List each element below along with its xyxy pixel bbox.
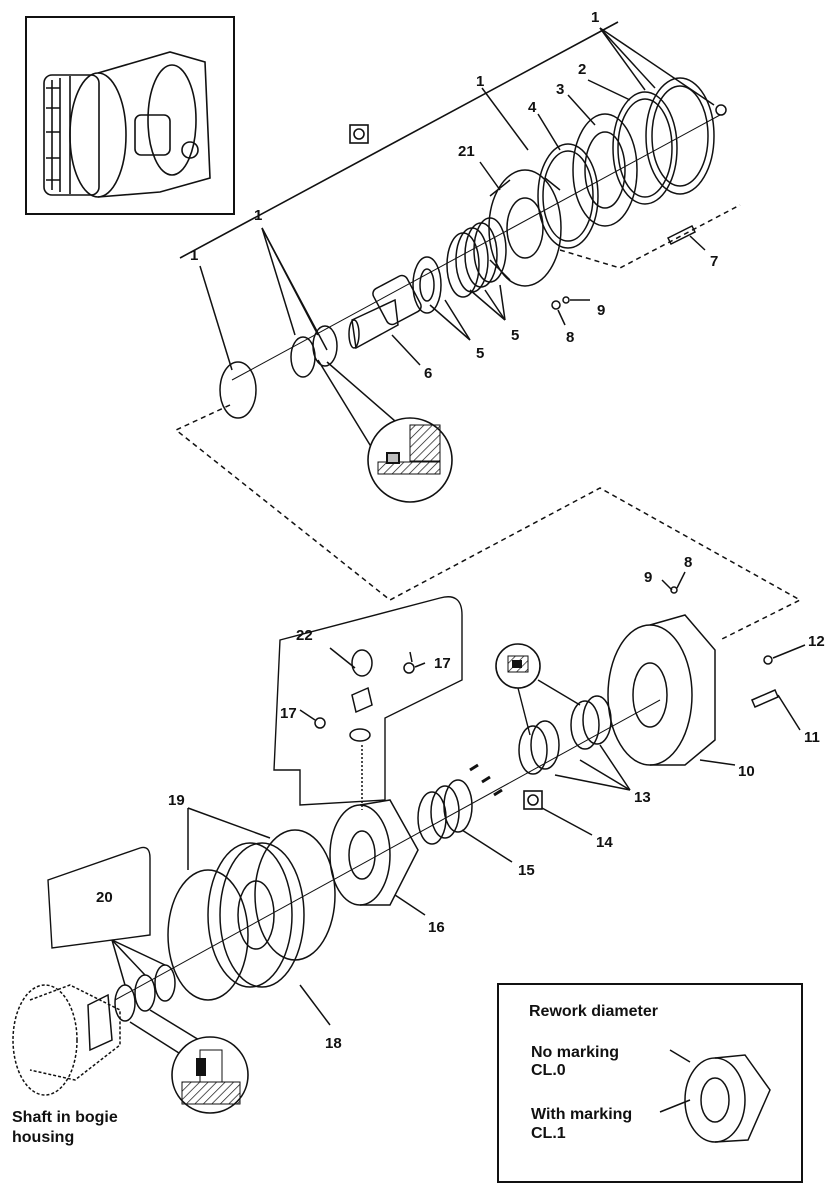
shaft-seal-detail-view bbox=[171, 1036, 249, 1114]
seal-detail-view-upper bbox=[495, 643, 581, 736]
callout-15: 15 bbox=[518, 862, 535, 879]
legend-cl1: CL.1 bbox=[531, 1125, 566, 1142]
callout-1: 1 bbox=[254, 207, 262, 224]
callout-16: 16 bbox=[428, 919, 445, 936]
callout-10: 10 bbox=[738, 763, 755, 780]
callout-11: 11 bbox=[804, 729, 820, 746]
callout-1: 1 bbox=[190, 247, 198, 264]
callout-2: 2 bbox=[578, 61, 586, 78]
legend-with-marking: With marking bbox=[531, 1106, 633, 1123]
callout-5: 5 bbox=[511, 327, 519, 344]
service-icon bbox=[523, 790, 543, 810]
overview-inset bbox=[25, 16, 235, 215]
callout-13: 13 bbox=[634, 789, 651, 806]
shaft-caption: Shaft in bogie housing bbox=[12, 1108, 118, 1148]
callout-9: 9 bbox=[644, 569, 652, 586]
callout-8: 8 bbox=[684, 554, 692, 571]
service-icon bbox=[349, 124, 369, 144]
legend-title: Rework diameter bbox=[529, 1003, 658, 1020]
carrier-marking-sketch bbox=[659, 1049, 771, 1143]
callout-21: 21 bbox=[458, 143, 475, 160]
legend-cl0: CL.0 bbox=[531, 1062, 566, 1079]
callout-9: 9 bbox=[597, 302, 605, 319]
legend-no-marking: No marking bbox=[531, 1044, 620, 1061]
callout-4: 4 bbox=[528, 99, 537, 116]
callout-18: 18 bbox=[325, 1035, 342, 1052]
rework-diameter-legend: Rework diameter No marking CL.0 With mar… bbox=[497, 983, 803, 1183]
callout-1: 1 bbox=[476, 73, 484, 90]
upper-assembly bbox=[174, 21, 802, 641]
callout-5: 5 bbox=[476, 345, 484, 362]
callout-14: 14 bbox=[596, 834, 613, 851]
callout-17: 17 bbox=[280, 705, 297, 722]
callout-3: 3 bbox=[556, 81, 564, 98]
callout-20: 20 bbox=[96, 889, 113, 906]
callout-7: 7 bbox=[710, 253, 718, 270]
seal-detail-view bbox=[367, 417, 453, 503]
lower-assembly bbox=[12, 571, 806, 1096]
callout-labels: 1 1 1 1 2 3 4 21 7 9 8 5 5 6 8 9 22 17 1… bbox=[96, 9, 825, 1052]
callout-6: 6 bbox=[424, 365, 432, 382]
shaft-caption-line1: Shaft in bogie bbox=[12, 1109, 118, 1126]
callout-8: 8 bbox=[566, 329, 574, 346]
shaft-caption-line2: housing bbox=[12, 1129, 75, 1146]
callout-12: 12 bbox=[808, 633, 825, 650]
callout-22: 22 bbox=[296, 627, 313, 644]
callout-19: 19 bbox=[168, 792, 185, 809]
callout-17: 17 bbox=[434, 655, 451, 672]
callout-1: 1 bbox=[591, 9, 599, 26]
